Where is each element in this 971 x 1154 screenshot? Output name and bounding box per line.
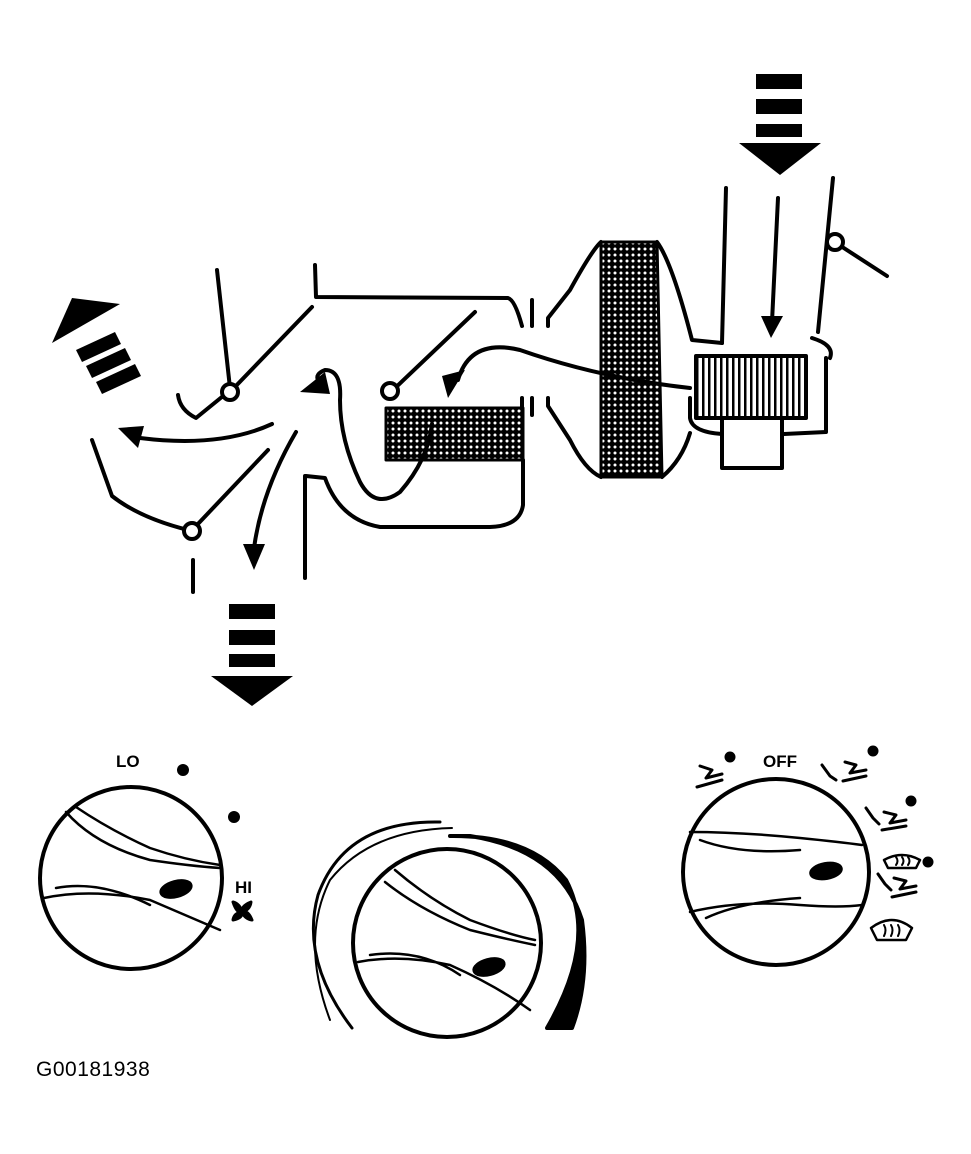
temperature-knob[interactable] — [311, 820, 587, 1039]
mode-off-label: OFF — [763, 752, 797, 771]
blend-door — [380, 310, 477, 401]
vent-mode-icon — [695, 751, 736, 789]
defrost-floor-mode-icon — [876, 853, 934, 899]
bilevel-mode-icon — [820, 745, 879, 783]
fan-speed-knob[interactable] — [38, 785, 224, 971]
blower-to-heater-flow — [442, 345, 692, 398]
outside-air-arrow — [739, 74, 821, 175]
mode-knob[interactable] — [681, 777, 871, 967]
intake-flow-arrow — [761, 196, 783, 338]
case-walls — [313, 240, 724, 479]
floor-outlet-arrow — [211, 604, 293, 706]
heater-housing — [300, 368, 525, 580]
recirculation-door — [825, 232, 889, 278]
floor-duct — [90, 438, 270, 594]
defrost-mode-icon — [869, 918, 914, 942]
fan-lo-label: LO — [116, 752, 140, 771]
fan-speed-detent — [228, 811, 240, 823]
evaporator-core — [599, 240, 664, 479]
floor-flow-arrow — [243, 430, 298, 570]
fan-hi-label: HI — [235, 878, 252, 897]
figure-code: G00181938 — [36, 1058, 151, 1081]
defrost-duct — [176, 268, 314, 420]
floor-mode-icon — [864, 795, 917, 832]
heater-core — [384, 406, 525, 462]
fan-icon — [231, 900, 254, 922]
blower-housing — [688, 354, 828, 470]
vent-flow-arrow — [118, 422, 274, 448]
intake-duct — [720, 176, 835, 360]
defrost-outlet-arrow — [52, 298, 141, 394]
fan-speed-detent — [177, 764, 189, 776]
